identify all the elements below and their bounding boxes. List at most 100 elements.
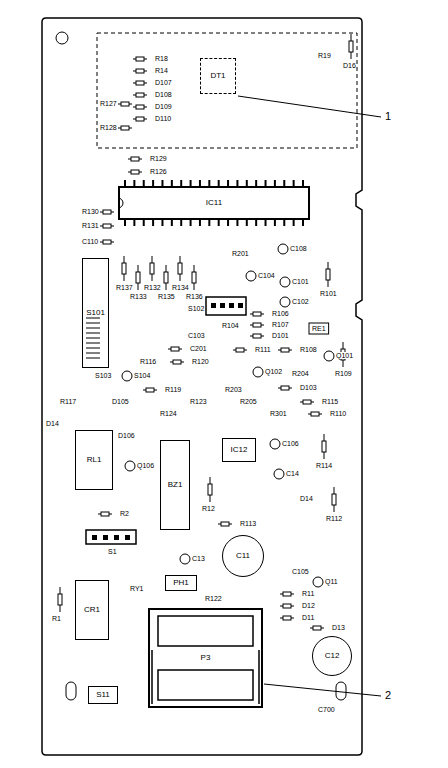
part-designator: IC11 <box>205 199 223 207</box>
part-designator: R111 <box>255 346 271 353</box>
part-designator: R127 <box>100 100 117 107</box>
part-designator: D14 <box>46 420 59 427</box>
resistor-symbol <box>326 269 330 280</box>
mounting-hole <box>56 32 68 44</box>
ic-pin <box>190 220 192 226</box>
part-designator: R114 <box>316 462 332 469</box>
resistor-symbol <box>253 312 261 316</box>
round-part-symbol <box>270 439 280 449</box>
part-designator: D12 <box>302 602 315 609</box>
part-designator: D13 <box>332 624 345 631</box>
resistor-symbol <box>313 626 321 630</box>
resistor-symbol <box>150 263 154 274</box>
part-designator: R123 <box>190 398 207 405</box>
resistor-symbol <box>121 102 129 106</box>
resistor-symbol <box>322 441 326 452</box>
ribbon-stripe <box>86 348 100 349</box>
part-designator: C105 <box>292 568 309 575</box>
resistor-symbol <box>164 272 168 283</box>
resistor-symbol <box>208 484 212 495</box>
part-designator: S104 <box>134 372 150 379</box>
part-designator: Q106 <box>137 462 154 469</box>
part-designator: C101 <box>292 278 309 285</box>
ic-pin <box>124 220 126 226</box>
board-outline <box>42 18 362 755</box>
ribbon-stripe <box>86 323 100 324</box>
part-designator: R136 <box>186 293 203 300</box>
component-outline: S11 <box>88 686 118 704</box>
shield-region <box>97 33 357 148</box>
part-designator: S1 <box>108 548 117 555</box>
resistor-symbol <box>303 400 311 404</box>
ic-pin <box>152 220 154 226</box>
round-part-symbol <box>274 469 284 479</box>
part-designator: R107 <box>272 321 289 328</box>
ic-pin <box>227 220 229 226</box>
part-designator: R115 <box>322 398 338 405</box>
part-designator: R135 <box>158 293 175 300</box>
round-part-symbol <box>253 367 263 377</box>
part-designator: C106 <box>282 440 299 447</box>
component-outline: PH1 <box>165 575 197 591</box>
ic-pin <box>246 220 248 226</box>
part-designator: R130 <box>82 208 99 215</box>
part-designator: R128 <box>100 124 117 131</box>
component-outline: RL1 <box>75 430 113 490</box>
part-designator: S11 <box>95 691 111 699</box>
resistor-symbol <box>136 69 144 73</box>
ic-pin <box>133 220 135 226</box>
relay-box <box>309 323 329 334</box>
ic-pin <box>265 220 267 226</box>
capacitor-outline: C12 <box>312 636 352 676</box>
part-designator: BZ1 <box>167 481 184 489</box>
part-designator: R104 <box>222 322 239 329</box>
resistor-symbol <box>58 594 62 605</box>
callout-number: 2 <box>385 690 391 701</box>
part-designator: D106 <box>118 432 135 439</box>
part-designator: R134 <box>172 284 189 291</box>
resistor-symbol <box>332 494 336 505</box>
part-designator: C12 <box>324 652 341 660</box>
round-part-symbol <box>324 351 334 361</box>
part-designator: R116 <box>140 358 156 365</box>
part-designator: R119 <box>165 386 181 393</box>
resistor-symbol <box>103 240 111 244</box>
part-designator: R1 <box>52 615 61 622</box>
ribbon-stripes <box>86 318 100 358</box>
ribbon-stripe <box>86 338 100 339</box>
part-designator: R124 <box>160 410 177 417</box>
part-designator: R131 <box>82 222 99 229</box>
capacitor-outline: C11 <box>222 535 264 577</box>
part-designator: R110 <box>330 410 346 417</box>
round-part-symbol <box>122 371 132 381</box>
part-designator: R203 <box>225 386 242 393</box>
callout-number: 1 <box>385 111 391 122</box>
round-part-symbol <box>125 461 135 471</box>
ic-pin <box>161 220 163 226</box>
part-designator: Q101 <box>336 352 353 359</box>
part-designator: D107 <box>155 79 172 86</box>
resistor-symbol <box>122 263 126 274</box>
resistor-symbol <box>103 210 111 214</box>
part-designator: IC12 <box>230 446 249 454</box>
part-designator: C108 <box>290 245 307 252</box>
part-designator: R137 <box>116 284 133 291</box>
resistor-symbol <box>221 522 229 526</box>
ribbon-stripe <box>86 343 100 344</box>
resistor-symbol <box>281 386 289 390</box>
part-designator: C201 <box>190 345 207 352</box>
resistor-symbol <box>136 117 144 121</box>
mounting-slot <box>336 682 346 700</box>
resistor-symbol <box>281 348 289 352</box>
ic-pin <box>171 220 173 226</box>
ic-pin <box>218 220 220 226</box>
part-designator: D11 <box>302 614 314 621</box>
ic-pin <box>208 220 210 226</box>
part-designator: RE1 <box>312 325 326 332</box>
part-designator: R113 <box>240 520 256 527</box>
component-outline: IC12 <box>222 438 256 462</box>
ic-pin <box>293 220 295 226</box>
part-designator: DT1 <box>209 72 226 80</box>
ic-pin <box>274 220 276 226</box>
component-outline: DT1 <box>200 58 236 94</box>
